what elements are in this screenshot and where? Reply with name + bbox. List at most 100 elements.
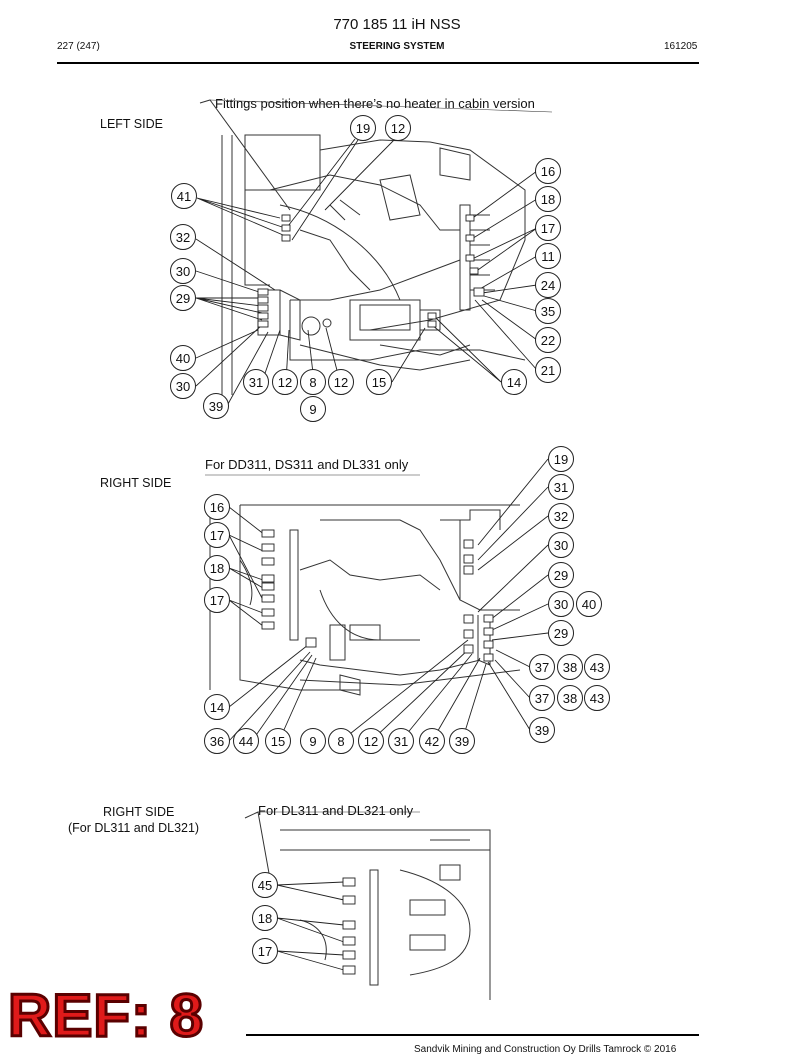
figure1-callout: 39 xyxy=(203,393,229,419)
figure1-callout: 32 xyxy=(170,224,196,250)
figure3-callout: 18 xyxy=(252,905,278,931)
figure1-callout: 22 xyxy=(535,327,561,353)
figure2-callout: 36 xyxy=(204,728,230,754)
figure2-callout: 44 xyxy=(233,728,259,754)
callout-number: 12 xyxy=(334,375,348,390)
figure2-callout: 39 xyxy=(449,728,475,754)
figure1-callout: 30 xyxy=(170,258,196,284)
callout-number: 21 xyxy=(541,363,555,378)
callout-number: 44 xyxy=(239,734,253,749)
callout-number: 42 xyxy=(425,734,439,749)
figure1-label: LEFT SIDE xyxy=(100,117,163,131)
figure2-callout: 12 xyxy=(358,728,384,754)
figure2-callout: 17 xyxy=(204,587,230,613)
figure2-note: For DD311, DS311 and DL331 only xyxy=(205,457,409,472)
ref-mark: REF: 8 xyxy=(6,982,205,1049)
footer-copyright: Sandvik Mining and Construction Oy Drill… xyxy=(414,1044,677,1055)
section-title: STEERING SYSTEM xyxy=(349,41,445,52)
figure1-callout: 19 xyxy=(350,115,376,141)
figure2-callout: 31 xyxy=(548,474,574,500)
figure1-callout: 15 xyxy=(366,369,392,395)
callout-number: 17 xyxy=(541,221,555,236)
callout-number: 12 xyxy=(391,121,405,136)
callout-number: 14 xyxy=(210,700,224,715)
figure2-callout: 39 xyxy=(529,717,555,743)
callout-number: 30 xyxy=(176,379,190,394)
callout-number: 15 xyxy=(271,734,285,749)
footer-divider xyxy=(246,1034,699,1036)
figure2-callout: 43 xyxy=(584,685,610,711)
figure2-callout: 31 xyxy=(388,728,414,754)
callout-number: 39 xyxy=(535,723,549,738)
callout-number: 43 xyxy=(590,691,604,706)
callout-number: 24 xyxy=(541,278,555,293)
callout-number: 30 xyxy=(554,597,568,612)
figure1-callout: 11 xyxy=(535,243,561,269)
callout-number: 9 xyxy=(309,734,316,749)
callout-number: 45 xyxy=(258,878,272,893)
figure1-callout: 12 xyxy=(272,369,298,395)
callout-number: 29 xyxy=(554,626,568,641)
figure2-callout: 16 xyxy=(204,494,230,520)
callout-number: 17 xyxy=(210,528,224,543)
callout-number: 38 xyxy=(563,660,577,675)
figure2-label: RIGHT SIDE xyxy=(100,476,172,490)
figure2-callout: 29 xyxy=(548,620,574,646)
figure2-linework xyxy=(205,474,521,696)
figure1-callout: 41 xyxy=(171,183,197,209)
figure1-callout: 18 xyxy=(535,186,561,212)
figure2-callout: 14 xyxy=(204,694,230,720)
callout-number: 16 xyxy=(541,164,555,179)
figure1-fittings xyxy=(257,214,485,328)
figure2-callout: 42 xyxy=(419,728,445,754)
callout-number: 29 xyxy=(554,568,568,583)
figure2-callout: 19 xyxy=(548,446,574,472)
figure1-callout: 17 xyxy=(535,215,561,241)
document-code: 161205 xyxy=(664,41,698,52)
callout-number: 15 xyxy=(372,375,386,390)
figure1-callout: 14 xyxy=(501,369,527,395)
figure2-callout: 30 xyxy=(548,591,574,617)
callout-number: 17 xyxy=(210,593,224,608)
figure2-callout: 8 xyxy=(328,728,354,754)
callout-number: 31 xyxy=(394,734,408,749)
figure2-callout: 37 xyxy=(529,654,555,680)
callout-number: 32 xyxy=(554,509,568,524)
callout-number: 16 xyxy=(210,500,224,515)
callout-number: 19 xyxy=(356,121,370,136)
callout-number: 29 xyxy=(176,291,190,306)
callout-number: 17 xyxy=(258,944,272,959)
callout-number: 31 xyxy=(554,480,568,495)
figure3-leader-lines xyxy=(276,881,345,971)
callout-number: 22 xyxy=(541,333,555,348)
callout-number: 43 xyxy=(590,660,604,675)
callout-number: 18 xyxy=(541,192,555,207)
callout-number: 31 xyxy=(249,375,263,390)
figure1-callout: 12 xyxy=(385,115,411,141)
figure2-callout: 30 xyxy=(548,532,574,558)
figure1-callout: 8 xyxy=(300,369,326,395)
figure2-callout: 15 xyxy=(265,728,291,754)
callout-number: 35 xyxy=(541,304,555,319)
figure1-callout: 40 xyxy=(170,345,196,371)
callout-number: 14 xyxy=(507,375,521,390)
figure2-callout: 32 xyxy=(548,503,574,529)
header-divider xyxy=(57,62,699,64)
figure1-callout: 35 xyxy=(535,298,561,324)
figure3-note: For DL311 and DL321 only xyxy=(258,803,414,818)
figure2-callout: 17 xyxy=(204,522,230,548)
figure2-callout: 38 xyxy=(557,685,583,711)
figure2-callout: 40 xyxy=(576,591,602,617)
figure2-callout: 18 xyxy=(204,555,230,581)
figure2-fittings xyxy=(261,529,494,662)
callout-number: 40 xyxy=(176,351,190,366)
callout-number: 30 xyxy=(554,538,568,553)
callout-number: 37 xyxy=(535,660,549,675)
callout-number: 30 xyxy=(176,264,190,279)
figure2-leader-lines xyxy=(228,458,549,742)
figure2-callout: 38 xyxy=(557,654,583,680)
callout-number: 37 xyxy=(535,691,549,706)
callout-number: 18 xyxy=(210,561,224,576)
callout-number: 12 xyxy=(364,734,378,749)
